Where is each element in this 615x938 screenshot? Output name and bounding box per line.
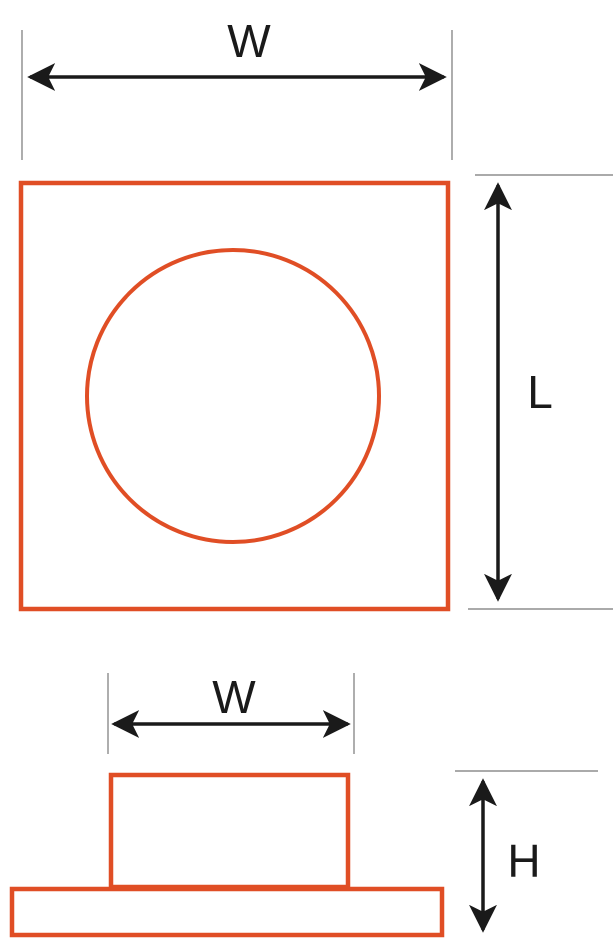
top-view: W L — [18, 15, 613, 612]
side-view: W H — [9, 671, 598, 938]
top-width-label: W — [227, 15, 271, 67]
circle-outline — [85, 248, 381, 544]
side-width-label: W — [212, 671, 256, 723]
square-outline — [18, 180, 451, 612]
height-label: H — [507, 835, 540, 887]
stud-outline — [108, 772, 351, 890]
length-label: L — [527, 366, 553, 418]
base-plate-outline — [9, 886, 445, 938]
